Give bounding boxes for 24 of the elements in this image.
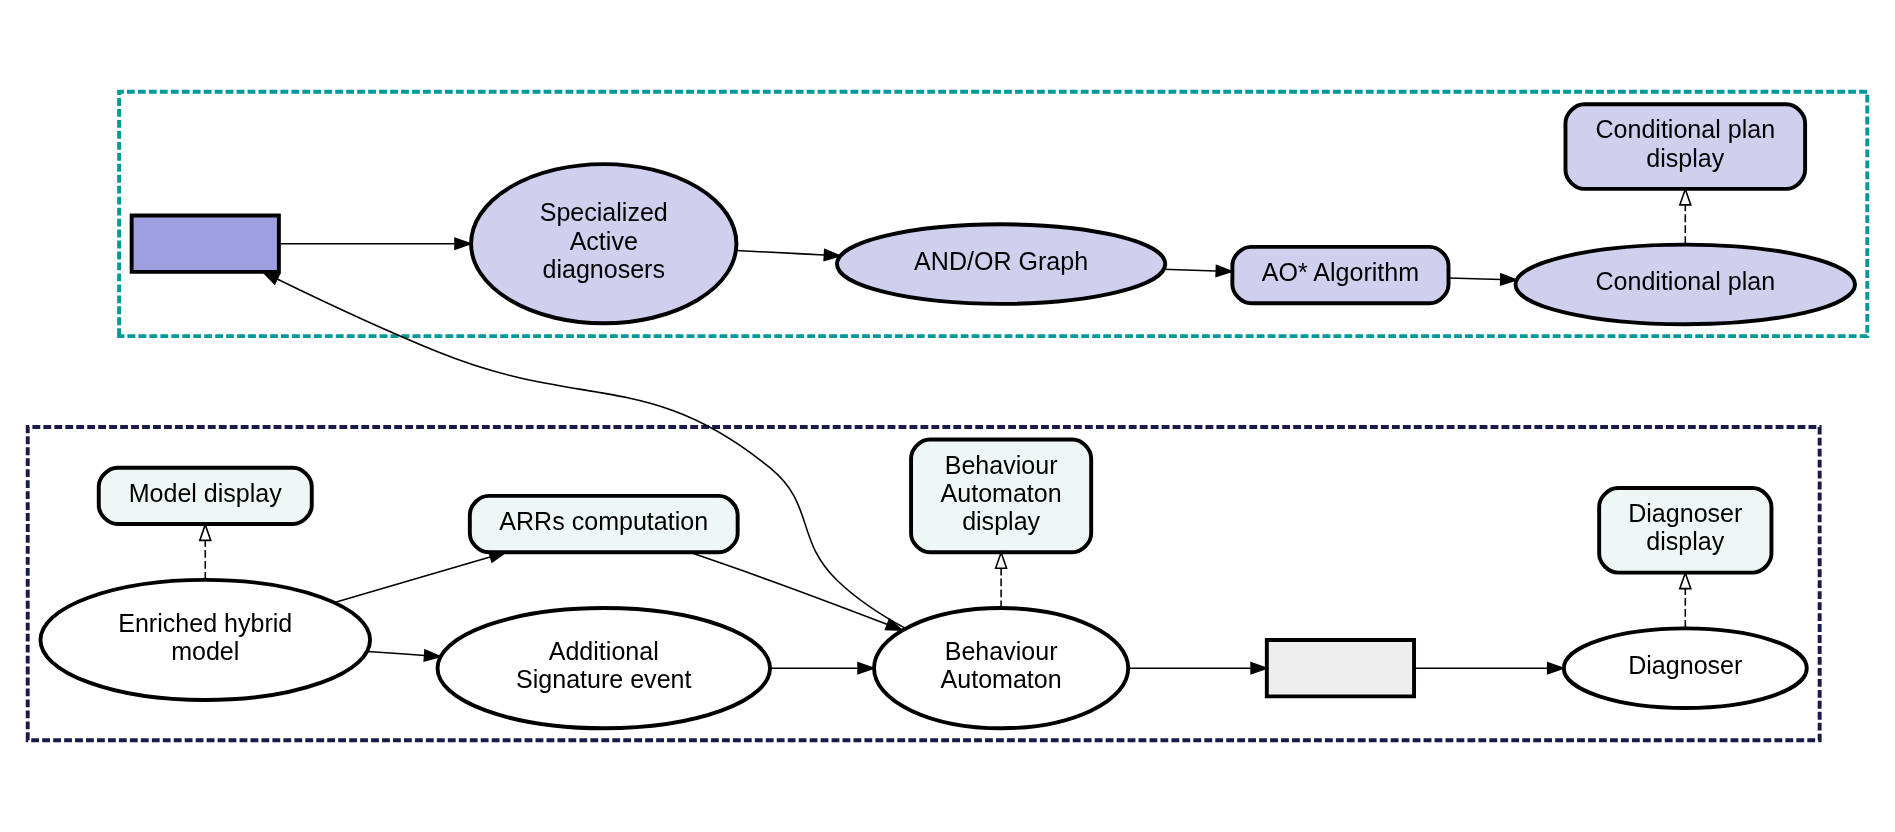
node-box	[129, 213, 281, 274]
node-ellipse: Specialized Active diagnosers	[469, 162, 739, 326]
arrow	[1128, 661, 1270, 675]
node-ellipse: Behaviour Automaton	[872, 606, 1131, 731]
node-ellipse: Diagnoser	[1561, 626, 1809, 710]
node-ellipse: Additional Signature event	[435, 606, 772, 731]
node-ellipse: Conditional plan	[1513, 242, 1857, 327]
arrow	[1678, 570, 1692, 629]
node-box: AO* Algorithm	[1230, 244, 1451, 306]
arrow	[260, 270, 907, 630]
node-box: Conditional plan display	[1563, 102, 1808, 191]
node-box: Diagnoser display	[1597, 486, 1774, 575]
arrow	[1413, 661, 1566, 675]
node-box: Model display	[96, 465, 314, 527]
node-box	[1264, 638, 1416, 699]
cluster	[117, 89, 1870, 339]
cluster	[25, 425, 1822, 743]
arrow	[333, 550, 508, 604]
arrow	[1447, 272, 1519, 286]
arrow	[366, 648, 443, 662]
node-box: ARRs computation	[467, 493, 740, 555]
node-ellipse: Enriched hybrid model	[38, 577, 372, 702]
node-box: Behaviour Automaton display	[909, 437, 1094, 555]
node-ellipse: AND/OR Graph	[835, 222, 1168, 306]
